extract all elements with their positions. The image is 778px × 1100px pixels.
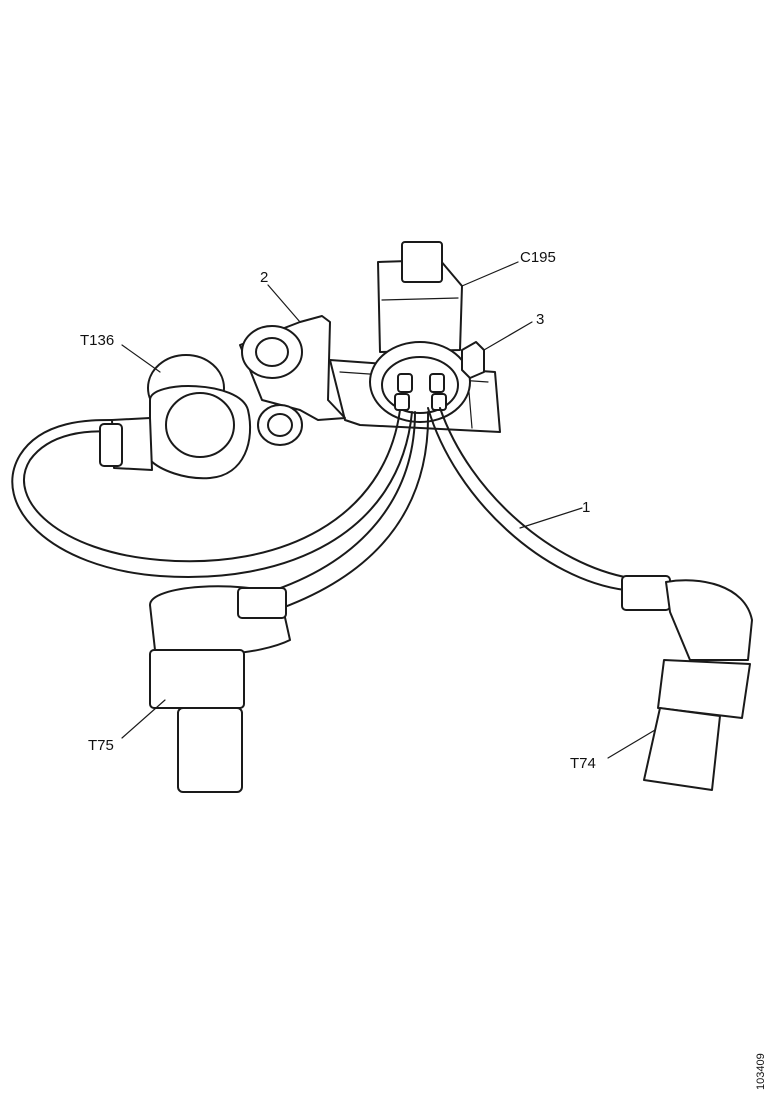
label-3: 3 (536, 311, 544, 328)
connector-c195 (369, 241, 471, 423)
label-t75: T75 (88, 737, 114, 754)
label-t74: T74 (570, 755, 596, 772)
wiring-harness (11, 407, 631, 609)
sensor-t136 (99, 354, 252, 480)
sensor-t75 (149, 585, 291, 793)
label-t136: T136 (80, 332, 114, 349)
label-c195: C195 (520, 249, 556, 266)
figure-code: 103409 (755, 1053, 767, 1090)
item-3-clip (461, 341, 485, 379)
item-2-bracket (239, 315, 346, 446)
label-1: 1 (582, 499, 590, 516)
label-2: 2 (260, 269, 268, 286)
leader-lines (121, 261, 656, 759)
sensor-t74 (621, 575, 753, 791)
